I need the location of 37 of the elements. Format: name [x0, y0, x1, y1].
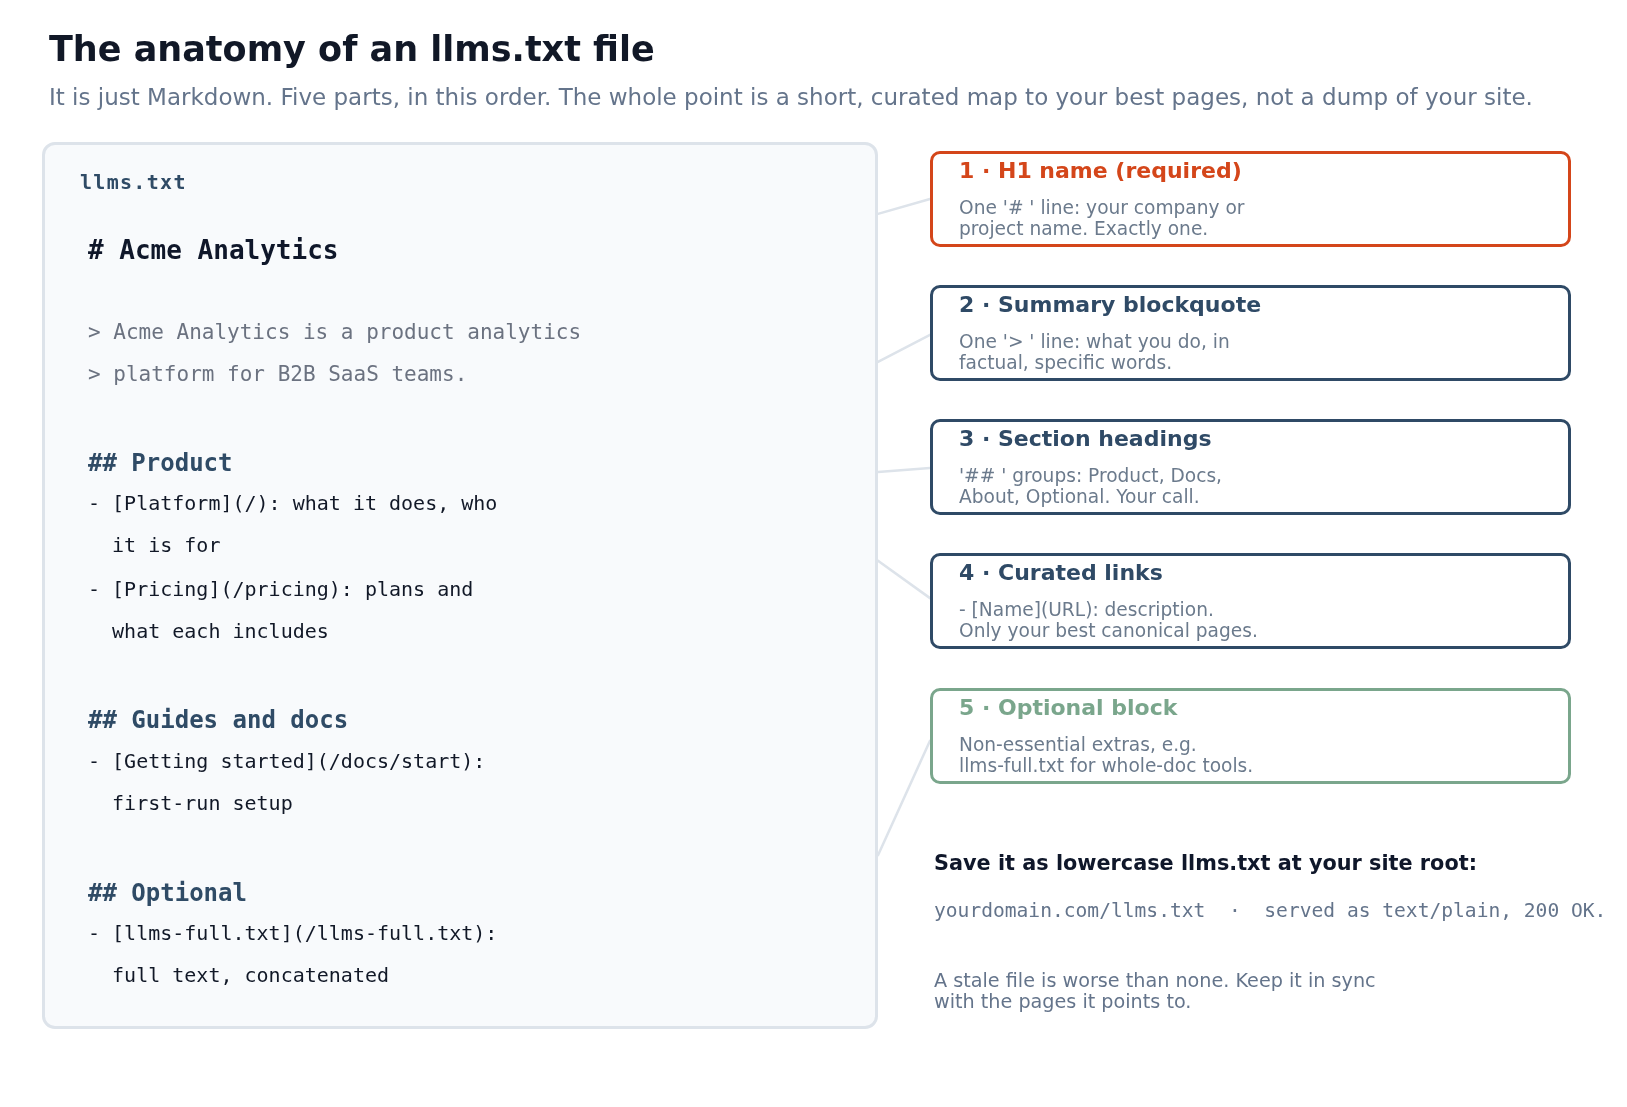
note-text: A stale file is worse than none. Keep it in sync with the pages it points to. — [934, 969, 1377, 1013]
card-heading: 5 · Optional block — [959, 695, 1178, 721]
card-heading: 4 · Curated links — [959, 560, 1163, 586]
code-section-heading: ## Guides and docs — [88, 705, 349, 735]
card-text: One '> ' line: what you do, in factual, specific words. — [959, 330, 1230, 374]
code-list-item: - [Getting started](/docs/start): first-run setup — [88, 747, 487, 818]
url-text: yourdomain.com/llms.txt · served as text/plain, 200 OK. — [934, 899, 1607, 923]
card-text: One '# ' line: your company or project name. Exactly one. — [959, 196, 1245, 240]
code-list-item: - [Pricing](/pricing): plans and what each includes — [88, 575, 475, 646]
subtitle: It is just Markdown. Five parts, in this order. The whole point is a short, curated map to your best pages, not a dump of your site. — [49, 82, 1533, 111]
leader-line — [876, 739, 932, 857]
card-text: '## ' groups: Product, Docs, About, Optional. Your call. — [959, 464, 1222, 508]
annotation-card — [930, 553, 1571, 649]
card-text: - [Name](URL): description. Only your best canonical pages. — [959, 598, 1258, 642]
card-heading: 1 · H1 name (required) — [959, 158, 1242, 184]
file-panel — [42, 142, 878, 1029]
annotation-card — [930, 688, 1571, 784]
leader-line — [876, 197, 932, 216]
instruction-text: Save it as lowercase llms.txt at your site root: — [934, 850, 1477, 876]
code-section-heading: ## Optional — [88, 878, 247, 908]
title: The anatomy of an llms.txt file — [49, 28, 655, 71]
annotation-card — [930, 151, 1571, 247]
leader-line — [876, 466, 932, 474]
leader-line — [876, 333, 932, 364]
code-heading: # Acme Analytics — [88, 234, 339, 266]
card-heading: 3 · Section headings — [959, 426, 1212, 452]
annotation-card — [930, 285, 1571, 381]
card-text: Non-essential extras, e.g. llms-full.txt for whole-doc tools. — [959, 733, 1254, 777]
annotation-card — [930, 419, 1571, 515]
file-name: llms.txt — [80, 169, 187, 195]
leader-line — [876, 559, 932, 600]
code-quote: > platform for B2B SaaS teams. — [88, 361, 468, 387]
code-section-heading: ## Product — [88, 448, 233, 478]
code-quote: > Acme Analytics is a product analytics — [88, 319, 582, 345]
code-list-item: - [Platform](/): what it does, who it is for — [88, 489, 499, 560]
code-list-item: - [llms-full.txt](/llms-full.txt): full text, concatenated — [88, 919, 499, 990]
card-heading: 2 · Summary blockquote — [959, 292, 1262, 318]
